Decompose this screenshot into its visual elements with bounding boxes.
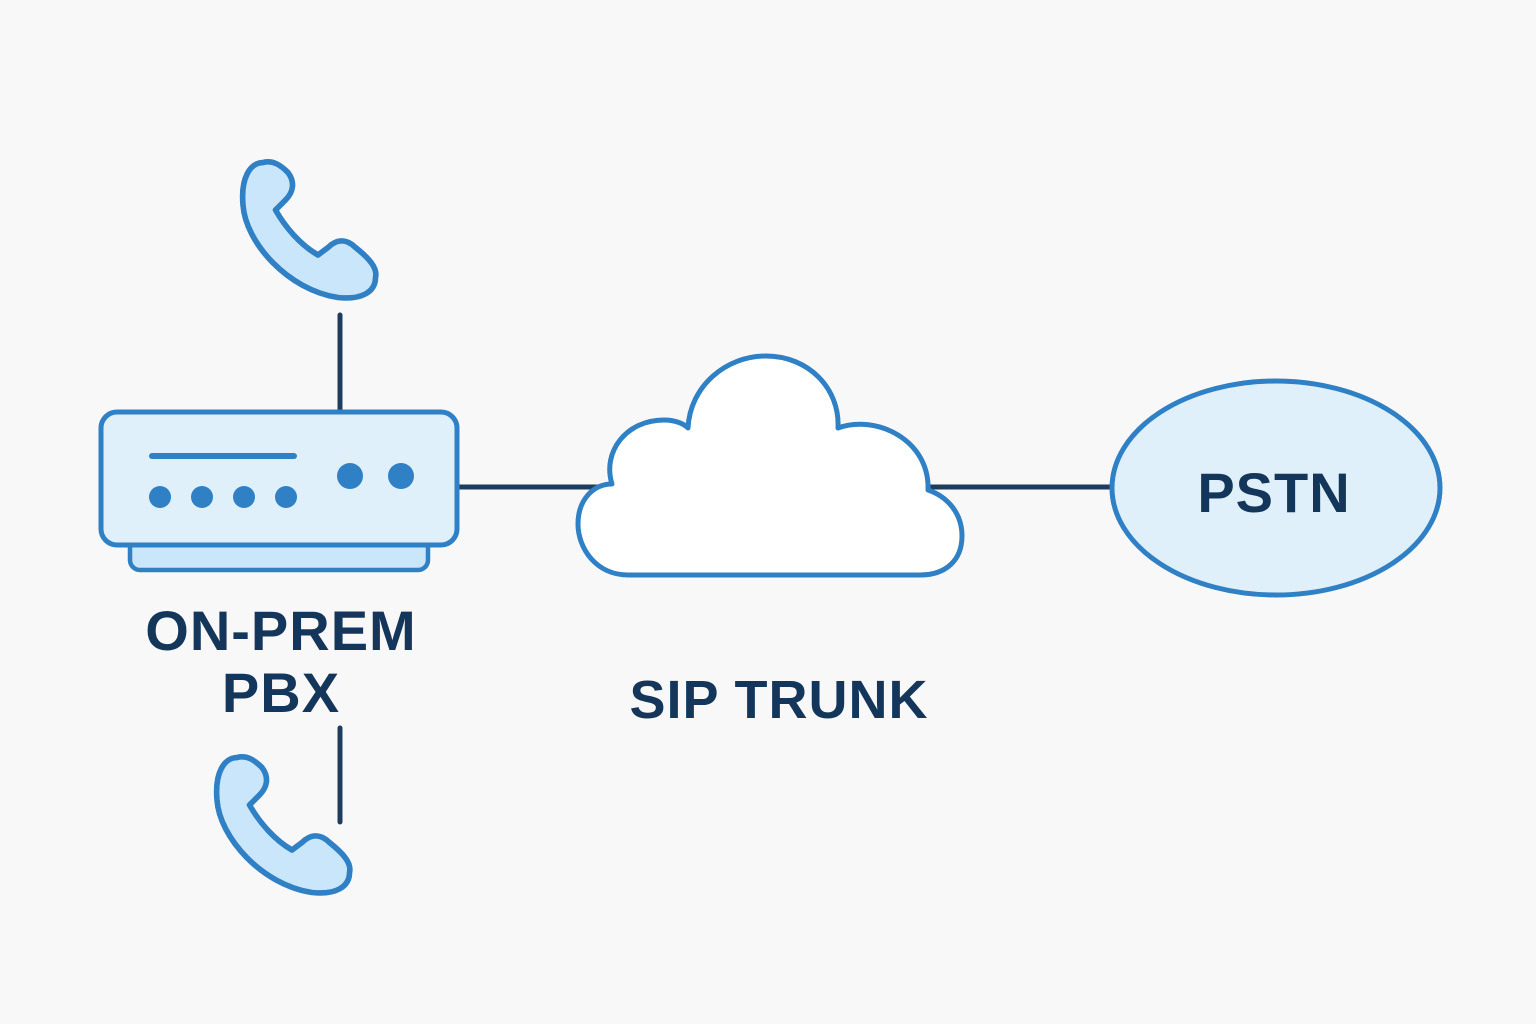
phone-handset-icon[interactable] [239,159,379,301]
pbx-status-leds [337,463,414,489]
pbx-label-line2: PBX [222,661,340,724]
pstn-label: PSTN [1197,461,1350,524]
pbx-device-icon[interactable] [98,409,460,573]
cloud-icon[interactable] [575,353,965,578]
pstn-ellipse[interactable] [1109,378,1443,598]
connectors [337,312,1115,825]
pbx-body [98,409,460,548]
sip-trunk-label: SIP TRUNK [629,670,928,730]
pbx-port-leds [149,486,297,508]
phone-handset-icon[interactable] [213,754,353,896]
pbx-label-line1: ON-PREM [145,599,416,662]
